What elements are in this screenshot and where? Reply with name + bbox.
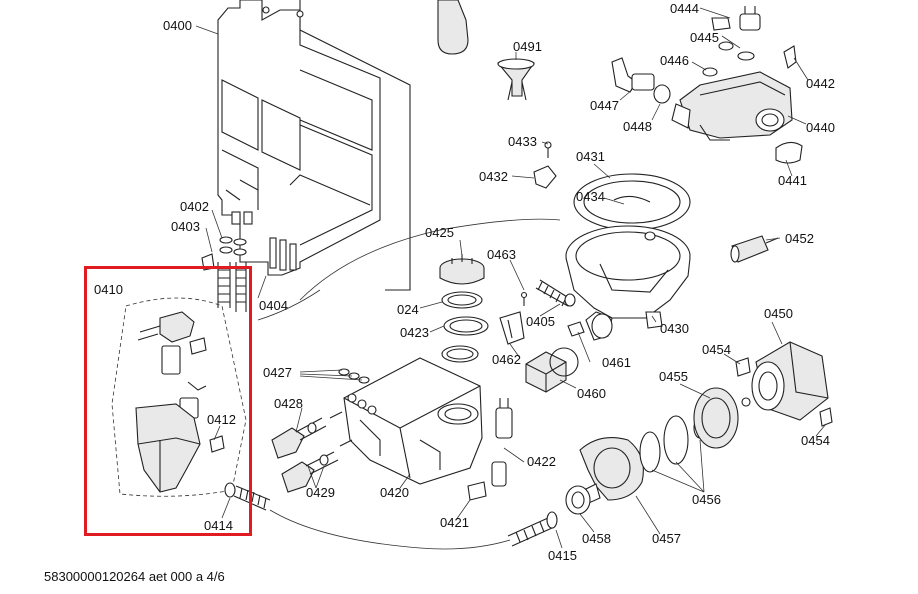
part-024-ring (441, 291, 483, 309)
label-0431: 0431 (576, 149, 605, 164)
label-0445: 0445 (690, 30, 719, 45)
label-0458: 0458 (582, 531, 611, 546)
label-0460: 0460 (577, 386, 606, 401)
label-0447: 0447 (590, 98, 619, 113)
highlight-box-0410 (84, 266, 252, 536)
label-0420: 0420 (380, 485, 409, 500)
label-0429: 0429 (306, 485, 335, 500)
part-0452 (730, 235, 779, 263)
part-0462-bracket (499, 311, 525, 345)
part-0428-valve (271, 411, 343, 459)
part-0450-motor (751, 341, 829, 421)
label-0456: 0456 (692, 492, 721, 507)
part-0405-bellows (535, 279, 576, 307)
part-0432-clip (533, 165, 557, 189)
label-0455: 0455 (659, 369, 688, 384)
label-0410: 0410 (94, 282, 123, 297)
label-0412: 0412 (207, 412, 236, 427)
label-024: 024 (397, 302, 419, 317)
label-0457: 0457 (652, 531, 681, 546)
part-0433-screw (544, 141, 552, 158)
part-top-handle (437, 0, 469, 55)
leader-lines (195, 7, 827, 549)
label-0423: 0423 (400, 325, 429, 340)
label-0421: 0421 (440, 515, 469, 530)
label-0425: 0425 (425, 225, 454, 240)
part-0491 (497, 58, 535, 101)
label-0405: 0405 (526, 314, 555, 329)
part-0440-valve-assembly (611, 6, 803, 164)
part-0400-door-panel (217, 0, 411, 291)
part-0425-cap (439, 254, 485, 285)
part-0455-seal (693, 387, 739, 449)
label-0463: 0463 (487, 247, 516, 262)
label-0444: 0444 (670, 1, 699, 16)
part-0458-ring (565, 485, 591, 515)
label-0448: 0448 (623, 119, 652, 134)
label-0454-top: 0454 (702, 342, 731, 357)
label-0430: 0430 (660, 321, 689, 336)
label-0427: 0427 (263, 365, 292, 380)
label-0450: 0450 (764, 306, 793, 321)
label-0491: 0491 (513, 39, 542, 54)
label-0414: 0414 (204, 518, 233, 533)
label-0452: 0452 (785, 231, 814, 246)
label-0441: 0441 (778, 173, 807, 188)
part-0463-screw (520, 291, 528, 306)
label-0415: 0415 (548, 548, 577, 563)
label-0433: 0433 (508, 134, 537, 149)
label-0434: 0434 (576, 189, 605, 204)
part-0454-clips (735, 357, 833, 427)
label-0454-bottom: 0454 (801, 433, 830, 448)
label-0422: 0422 (527, 454, 556, 469)
label-0440: 0440 (806, 120, 835, 135)
part-0461 (567, 321, 585, 337)
connection-paths (257, 218, 561, 550)
label-0442: 0442 (806, 76, 835, 91)
part-0427-orings (338, 368, 370, 384)
label-0402: 0402 (180, 199, 209, 214)
label-0432: 0432 (479, 169, 508, 184)
part-0422-float (491, 398, 513, 487)
part-0430-sump (565, 173, 691, 341)
label-0461: 0461 (602, 355, 631, 370)
label-0428: 0428 (274, 396, 303, 411)
part-0410-assembly (111, 297, 247, 497)
label-0400: 0400 (163, 18, 192, 33)
part-0415-hose (507, 511, 558, 547)
part-0420-softener (343, 357, 483, 485)
part-0423-ring (441, 316, 489, 363)
part-0460-sensor (525, 347, 579, 393)
label-0462: 0462 (492, 352, 521, 367)
document-id: 58300000120264 aet 000 a 4/6 (44, 569, 225, 584)
label-0403: 0403 (171, 219, 200, 234)
label-0404: 0404 (259, 298, 288, 313)
part-0421-clip (467, 481, 487, 501)
label-0446: 0446 (660, 53, 689, 68)
